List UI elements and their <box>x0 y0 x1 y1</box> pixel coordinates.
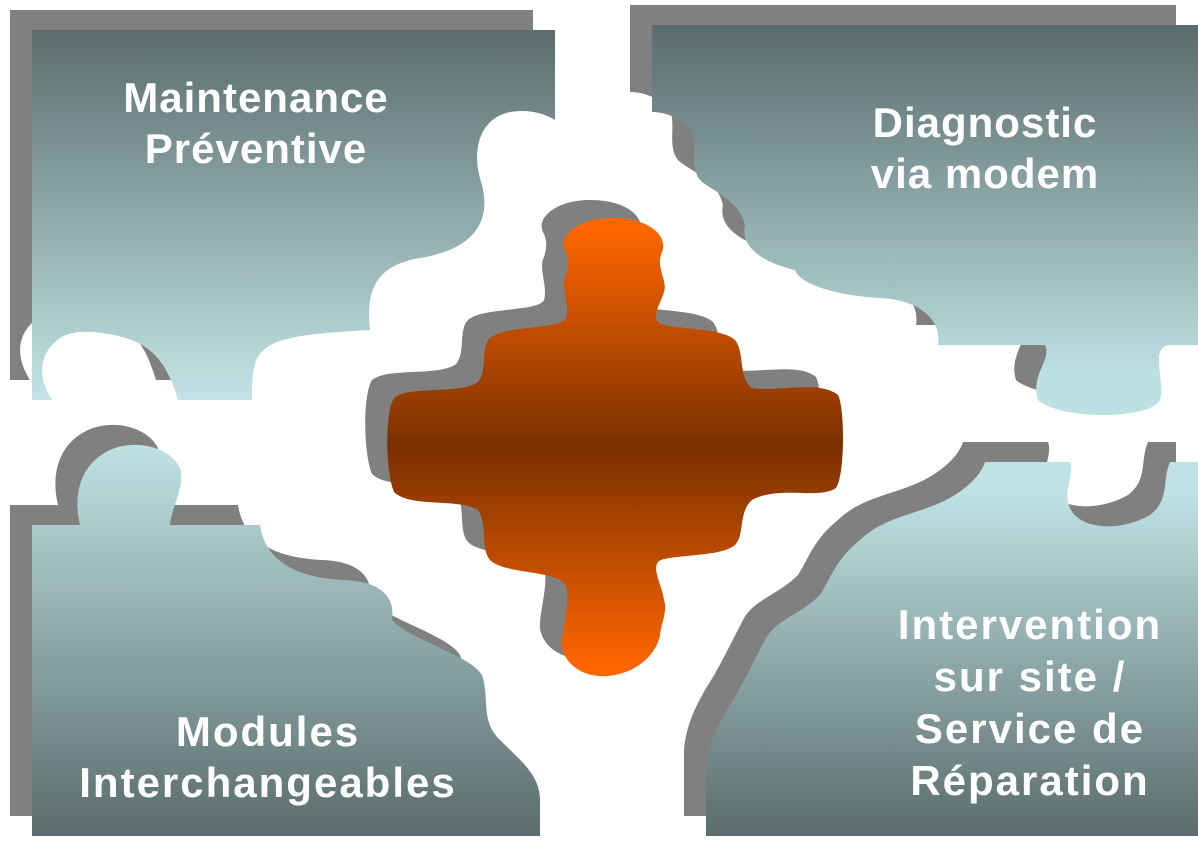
label-line: sur site / <box>933 653 1127 701</box>
label-line: Préventive <box>144 125 368 173</box>
label-maintenance-preventive: Maintenance Préventive <box>56 72 456 174</box>
piece-body <box>706 462 1198 836</box>
label-line: Diagnostic <box>872 99 1098 146</box>
label-line: Intervention <box>897 601 1163 648</box>
label-line: via modem <box>870 150 1100 198</box>
label-line: Modules <box>175 708 361 755</box>
piece-body <box>652 25 1198 415</box>
piece-top-left <box>10 10 555 400</box>
label-modules-interchangeables: Modules Interchangeables <box>48 706 488 808</box>
piece-center <box>365 200 844 677</box>
piece-bottom-right <box>684 442 1198 836</box>
piece-body <box>32 30 555 400</box>
piece-bottom-left <box>10 424 540 836</box>
piece-body <box>387 218 844 677</box>
piece-body <box>32 444 540 836</box>
label-diagnostic-via-modem: Diagnostic via modem <box>800 97 1170 199</box>
label-line: Réparation <box>910 757 1150 805</box>
label-line: Maintenance <box>123 74 389 121</box>
label-line: Interchangeables <box>79 759 457 807</box>
piece-top-right <box>630 5 1198 415</box>
label-intervention-sur-site: Intervention sur site / Service de Répar… <box>845 599 1198 807</box>
label-line: Service de <box>914 705 1146 753</box>
